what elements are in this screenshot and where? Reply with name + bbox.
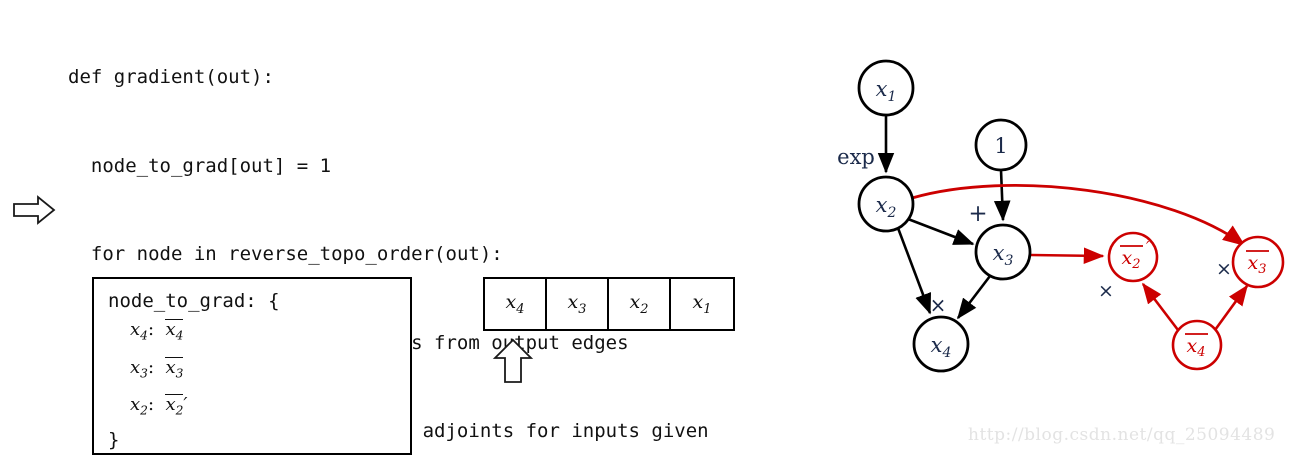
edge-x2-x3	[907, 217, 975, 246]
graph-node-x3-bar[interactable]: x3	[1231, 235, 1285, 289]
entry-key: x2	[130, 394, 148, 418]
reverse-topo-order-table: x4 x3 x2 x1	[483, 277, 735, 331]
computation-graph: x1 x2 1 x3 x4 x2	[837, 59, 1285, 373]
entry-colon: :	[147, 319, 166, 340]
forward-edges	[877, 115, 1011, 320]
right-arrow-outline-icon	[13, 195, 56, 225]
graph-node-x2[interactable]: x2	[857, 175, 915, 233]
edge-x3-x2bar	[1030, 247, 1105, 265]
entry-key: x3	[130, 356, 148, 381]
edge-x2-x3bar-curved	[911, 184, 1246, 247]
node-to-grad-header: node_to_grad: {	[108, 290, 280, 312]
entry-key: x4	[130, 319, 148, 343]
up-arrow-outline-icon	[492, 338, 534, 383]
edge-x4bar-x2bar	[1141, 282, 1180, 331]
node-to-grad-footer: }	[108, 428, 120, 451]
topo-cell[interactable]: x1	[692, 291, 712, 317]
graph-node-x2-bar-prime[interactable]: x2 ′	[1107, 231, 1159, 283]
node-to-grad-entry: x2: x2′	[108, 389, 280, 427]
edge-x3-x4	[956, 275, 992, 320]
node-label-prime: ′	[1146, 238, 1150, 256]
topo-cell[interactable]: x3	[547, 279, 609, 329]
forward-nodes: x1 x2 1 x3 x4	[857, 59, 1032, 373]
op-label-times: ×	[930, 293, 947, 317]
graph-node-x4[interactable]: x4	[912, 315, 970, 373]
code-line: node_to_grad[out] = 1	[68, 154, 332, 177]
node-to-grad-entry: x4: x4	[108, 314, 280, 352]
code-line: def gradient(out):	[68, 66, 274, 88]
topo-cell[interactable]: x4	[485, 279, 547, 329]
graph-node-x1[interactable]: x1	[857, 59, 915, 117]
entry-value: x3	[165, 356, 184, 381]
code-line: for node in reverse_topo_order(out):	[68, 243, 503, 265]
entry-colon: :	[147, 394, 166, 416]
topo-cell[interactable]: x2	[609, 279, 671, 329]
entry-colon: :	[147, 356, 166, 378]
edge-x4bar-x3bar	[1213, 284, 1249, 331]
op-label-times: ×	[1216, 258, 1232, 280]
op-label-plus: +	[968, 201, 987, 227]
graph-node-one[interactable]: 1	[974, 118, 1028, 172]
adjoint-edges	[911, 184, 1249, 331]
entry-value: x4	[165, 319, 184, 343]
adjoint-nodes: x2 ′ x3 x4	[1107, 231, 1285, 371]
node-to-grad-entry: x3: x3	[108, 352, 280, 390]
op-label-times: ×	[1098, 280, 1114, 302]
graph-node-x3[interactable]: x3	[974, 223, 1032, 281]
entry-prime: ′	[183, 394, 188, 416]
entry-value: x2	[165, 394, 184, 418]
edge-x2-x4	[896, 227, 932, 315]
watermark-text: http://blog.csdn.net/qq_25094489	[968, 425, 1276, 445]
graph-node-x4-bar[interactable]: x4	[1171, 319, 1223, 371]
edge-one-x3	[993, 169, 1011, 222]
node-to-grad-box: node_to_grad: { x4: x4 x3: x3 x2: x2′ }	[92, 277, 412, 455]
operator-labels: exp + × × ×	[837, 145, 1232, 317]
op-label-exp: exp	[837, 145, 875, 169]
node-label: 1	[994, 134, 1007, 158]
